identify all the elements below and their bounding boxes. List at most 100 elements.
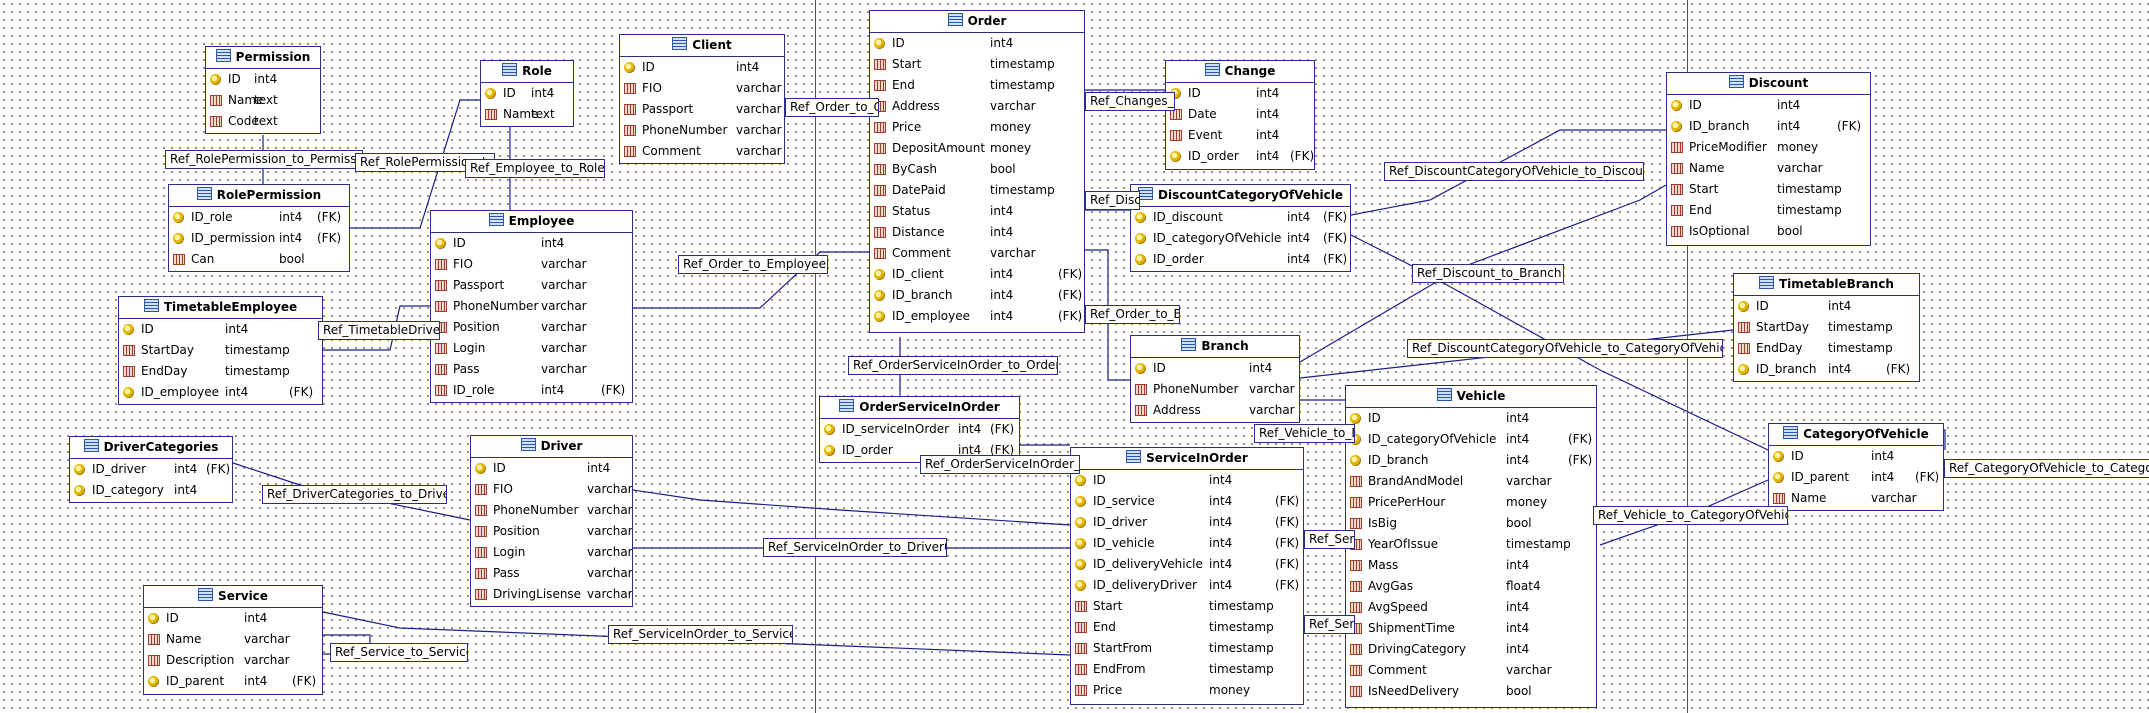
table-title[interactable]: OrderServiceInOrder bbox=[820, 397, 1019, 419]
relation-label[interactable]: Ref_Employee_to_Role bbox=[465, 159, 605, 178]
relation-label[interactable]: Ref_Vehicle_to_CategoryOfVehicle bbox=[1593, 506, 1788, 525]
relation-label[interactable]: Ref_ServiceInOrder_to_Vehicle0 bbox=[1304, 615, 1355, 634]
table-title[interactable]: TimetableEmployee bbox=[119, 297, 322, 319]
table-title[interactable]: Service bbox=[144, 586, 322, 608]
relation-label[interactable]: Ref_DiscountCategoryOfVehicle_to_Categor… bbox=[1407, 339, 1723, 358]
table-title[interactable]: Discount bbox=[1667, 73, 1870, 95]
relation-label[interactable]: Ref_OrderServiceInOrder_to_Order bbox=[848, 356, 1058, 375]
table-title[interactable]: CategoryOfVehicle bbox=[1769, 424, 1943, 446]
relation-label[interactable]: Ref_DriverCategories_to_Driver bbox=[262, 485, 447, 504]
relation-label[interactable]: Ref_ServiceInOrder_to_Driver0 bbox=[763, 538, 947, 557]
table-title[interactable]: Branch bbox=[1131, 336, 1299, 358]
relation-label[interactable]: Ref_CategoryOfVehicle_to_CategoryOfVehic… bbox=[1944, 459, 2149, 478]
table-title[interactable]: Client bbox=[620, 35, 784, 57]
relation-label[interactable]: Ref_OrderServiceInOrder_to_ServiceInOrde… bbox=[920, 455, 1080, 474]
table-title[interactable]: Order bbox=[870, 11, 1084, 33]
table-title[interactable]: Driver bbox=[471, 436, 632, 458]
table-title[interactable]: DriverCategories bbox=[70, 437, 232, 459]
table-title[interactable]: Change bbox=[1166, 61, 1314, 83]
table-title[interactable]: DiscountCategoryOfVehicle bbox=[1131, 185, 1350, 207]
table-title[interactable]: ServiceInOrder bbox=[1071, 448, 1303, 470]
